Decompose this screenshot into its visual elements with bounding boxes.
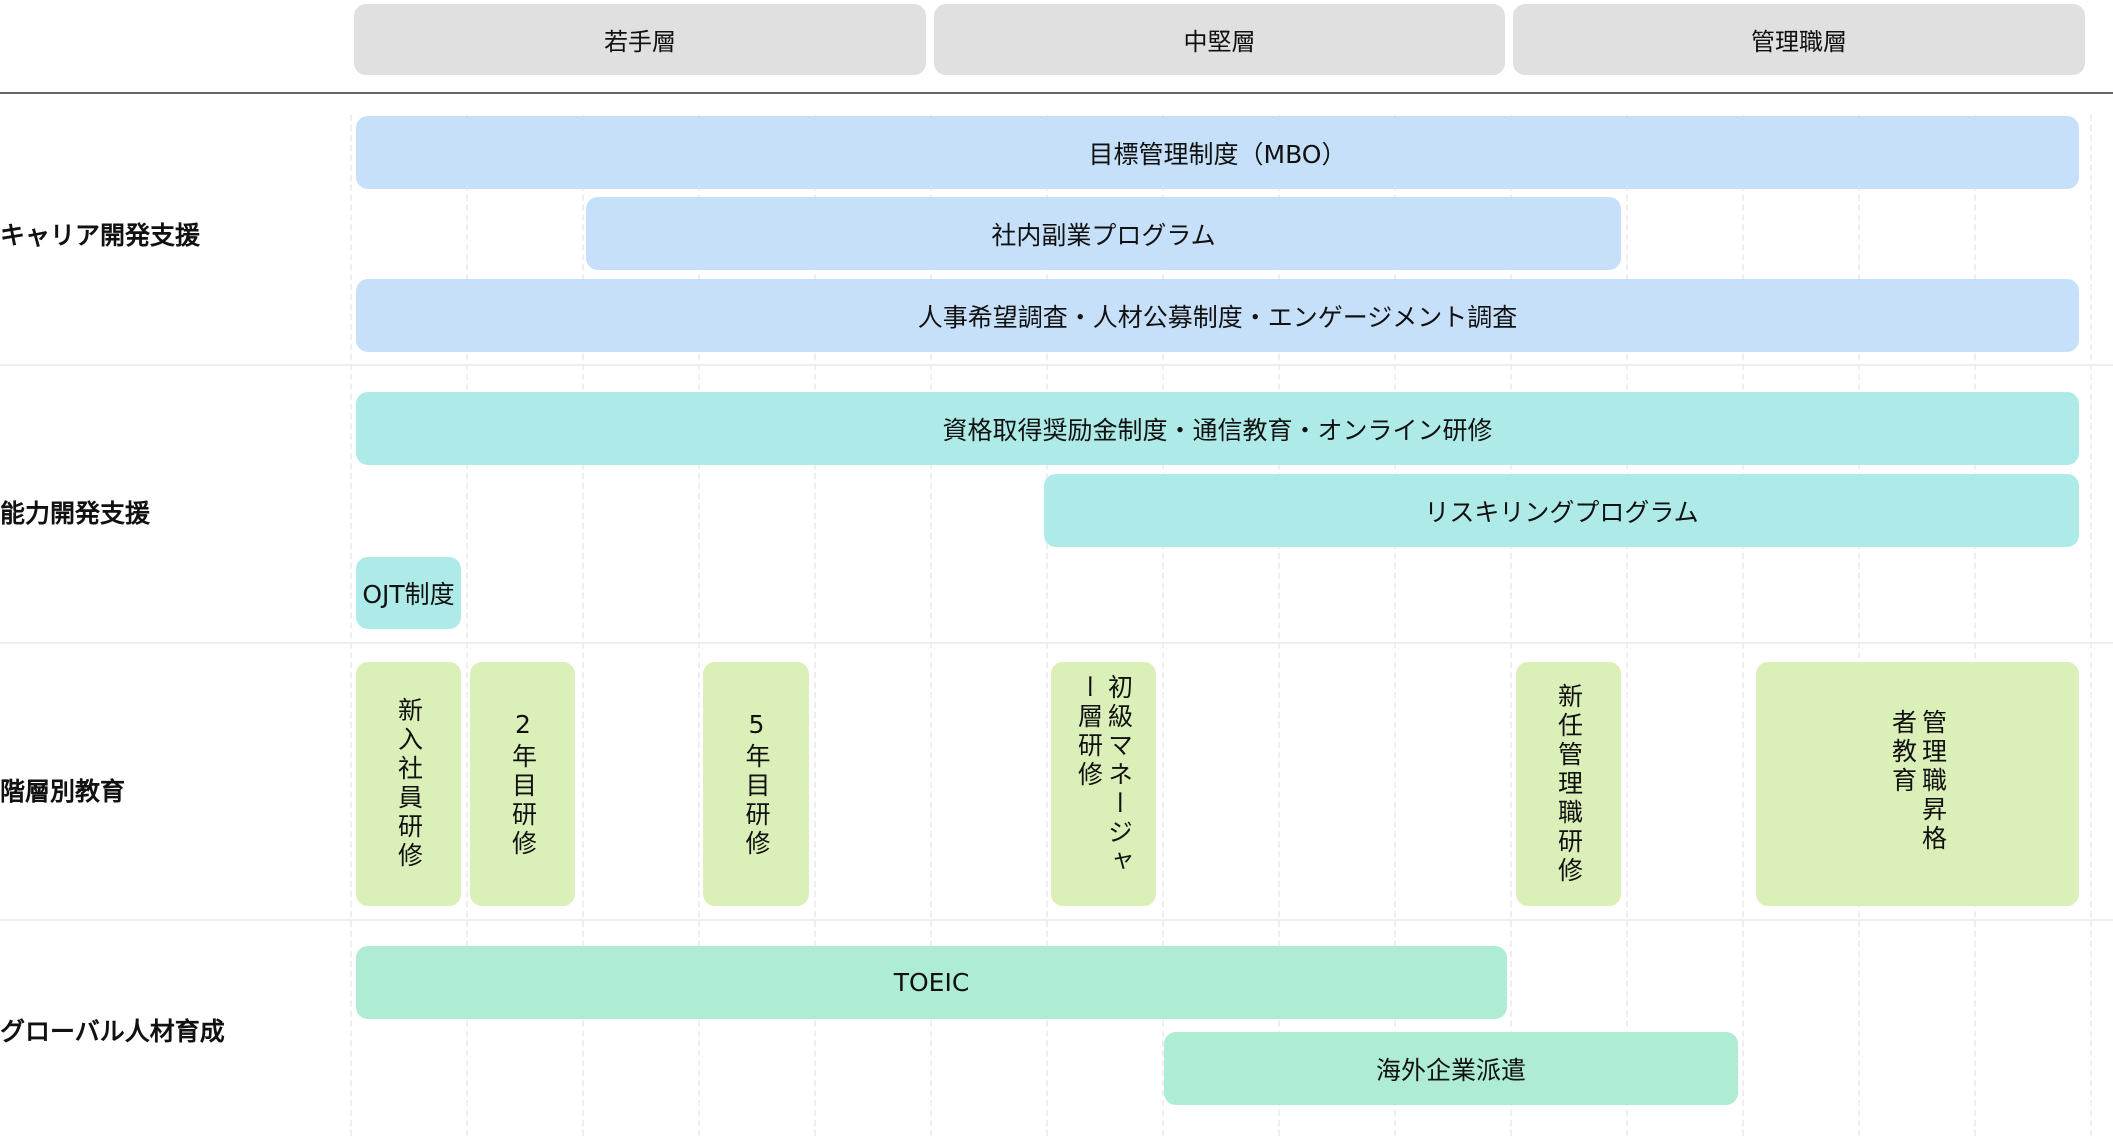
- grid-line: [2090, 115, 2092, 1136]
- bar-new-employee: 新入社員研修: [356, 662, 461, 906]
- row-label-career: キャリア開発支援: [0, 221, 201, 250]
- grid-line: [1974, 115, 1976, 1136]
- row-label-ability: 能力開発支援: [0, 499, 151, 528]
- bar-5th-year: 5年目研修: [703, 662, 809, 906]
- grid-line: [814, 115, 816, 1136]
- bar-side-job: 社内副業プログラム: [586, 197, 1621, 270]
- grid-line: [1510, 115, 1512, 1136]
- row-label-global: グローバル人材育成: [0, 1017, 225, 1046]
- grid-line: [930, 115, 932, 1136]
- row-divider: [0, 364, 2113, 366]
- grid-line: [350, 115, 352, 1136]
- bar-reskilling: リスキリングプログラム: [1044, 474, 2079, 547]
- column-header-mid: 中堅層: [934, 4, 1505, 75]
- bar-new-manager: 新任管理職研修: [1516, 662, 1621, 906]
- bar-label: 2年目研修: [508, 709, 538, 859]
- bar-manager-promotion: 管理職昇格者教育: [1756, 662, 2079, 906]
- grid-line: [1858, 115, 1860, 1136]
- column-header-junior: 若手層: [354, 4, 926, 75]
- grid-line: [1626, 115, 1628, 1136]
- bar-junior-manager: 初級マネージャー層研修: [1051, 662, 1156, 906]
- bar-2nd-year: 2年目研修: [470, 662, 575, 906]
- grid-line: [1742, 115, 1744, 1136]
- bar-ojt: OJT制度: [356, 557, 461, 629]
- grid-line: [1278, 115, 1280, 1136]
- grid-line: [1394, 115, 1396, 1136]
- bar-qualification: 資格取得奨励金制度・通信教育・オンライン研修: [356, 392, 2079, 465]
- row-divider: [0, 642, 2113, 644]
- bar-label: 初級マネージャー層研修: [1074, 674, 1134, 877]
- grid-line: [698, 115, 700, 1136]
- bar-mbo: 目標管理制度（MBO）: [356, 116, 2079, 189]
- bar-label: 管理職昇格者教育: [1888, 709, 1948, 854]
- column-header-management: 管理職層: [1513, 4, 2085, 75]
- grid-line: [1162, 115, 1164, 1136]
- bar-toeic: TOEIC: [356, 946, 1507, 1019]
- bar-label: 新任管理職研修: [1554, 682, 1584, 886]
- row-label-tiered: 階層別教育: [0, 777, 126, 806]
- grid-line: [1046, 115, 1048, 1136]
- grid-line: [582, 115, 584, 1136]
- grid-line: [466, 115, 468, 1136]
- bar-label: 新入社員研修: [394, 697, 424, 871]
- bar-hr-survey: 人事希望調査・人材公募制度・エンゲージメント調査: [356, 279, 2079, 352]
- row-divider: [0, 919, 2113, 921]
- bar-label: 5年目研修: [742, 709, 771, 859]
- header-divider: [0, 92, 2113, 94]
- bar-overseas-dispatch: 海外企業派遣: [1164, 1032, 1738, 1105]
